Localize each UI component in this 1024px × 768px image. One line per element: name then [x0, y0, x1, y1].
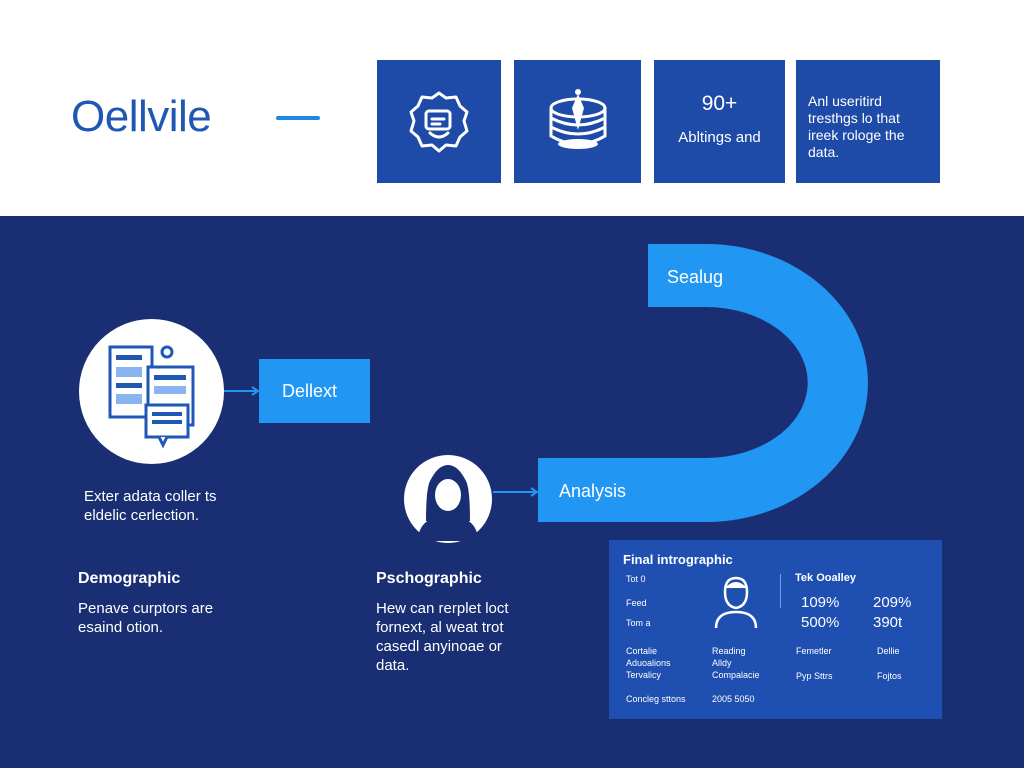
panel-bottom-right: Pyp Sttrs	[796, 671, 833, 681]
psychographic-line: fornext, al weat trot	[376, 619, 504, 636]
panel-small-line: Compalacie	[712, 670, 760, 680]
panel-row: Feed	[626, 598, 647, 608]
database-drum-icon	[549, 88, 606, 149]
panel-small-line: Aduoalions	[626, 658, 671, 668]
panel-bottom-right: Fojtos	[877, 671, 902, 681]
panel-right-title: Tek Ooalley	[795, 572, 856, 584]
panel-title: Final intrographic	[623, 552, 733, 567]
panel-row: Tom a	[626, 618, 651, 628]
tile-text-line: tresthgs lo that	[808, 110, 900, 126]
arrow-to-analysis	[493, 487, 539, 497]
panel-divider	[780, 574, 781, 608]
psychographic-line: Hew can rerplet loct	[376, 600, 509, 617]
user-avatar-icon	[714, 576, 758, 629]
panel-stat: 500%	[801, 614, 840, 631]
demographic-line: Penave curptors are	[78, 600, 214, 617]
panel-stat: 109%	[801, 594, 840, 611]
panel-bottom-right: Femetler	[796, 646, 832, 656]
brand-dash-divider	[276, 116, 320, 120]
panel-small-line: Alldy	[712, 658, 732, 668]
brand-title: Oellvile	[71, 92, 212, 141]
arrow-to-dellext	[224, 386, 260, 396]
person-circle	[404, 455, 492, 543]
panel-small-line: Tervalicy	[626, 670, 662, 680]
dellext-box: Dellext	[259, 359, 370, 423]
caption-line: Exter adata coller ts	[84, 488, 217, 505]
panel-bottom-left: Cortalie Aduoalions Tervalicy	[626, 645, 671, 681]
caption-line: eldelic cerlection.	[84, 507, 200, 524]
psychographic-text: Hew can rerplet loct fornext, al weat tr…	[376, 599, 509, 675]
psychographic-line: data.	[376, 657, 410, 674]
dellext-label: Dellext	[282, 381, 338, 401]
tile-text-line: Anl useritird	[808, 93, 882, 109]
arc-label-sealug: Sealug	[667, 267, 724, 287]
tile-face-badge	[377, 60, 501, 183]
document-circle	[79, 319, 224, 464]
panel-small-line: Cortalie	[626, 646, 658, 656]
stat-number: 90+	[701, 92, 738, 115]
tile-text-block: Anl useritird tresthgs lo that ireek rol…	[808, 93, 932, 161]
psychographic-line: casedl anyinoae or	[376, 638, 502, 655]
panel-footer-right: 2005 5050	[712, 694, 755, 704]
panel-bottom-right: Dellie	[877, 646, 900, 656]
tile-text: Anl useritird tresthgs lo that ireek rol…	[796, 60, 940, 183]
panel-row: Tot 0	[626, 574, 646, 584]
psychographic-heading: Pschographic	[376, 570, 482, 587]
tile-text-line: data.	[808, 144, 840, 160]
arc-label-analysis: Analysis	[559, 481, 627, 501]
panel-bottom-mid: Reading Alldy Compalacie	[712, 645, 760, 681]
demographic-heading: Demographic	[78, 570, 181, 587]
stat-label: Abltings and	[678, 129, 761, 146]
document-stack-icon	[108, 345, 195, 449]
person-icon	[418, 465, 478, 541]
demographic-text: Penave curptors are esaind otion.	[78, 599, 213, 637]
panel-stat: 390t	[873, 614, 903, 631]
tile-database	[514, 60, 641, 183]
final-infographic-panel: Final intrographic Tot 0 Feed Tom a Tek …	[609, 540, 942, 719]
left-caption: Exter adata coller ts eldelic cerlection…	[84, 487, 217, 525]
panel-small-line: Reading	[712, 646, 746, 656]
panel-footer-left: Concleg sttons	[626, 694, 686, 704]
panel-stat: 209%	[873, 594, 912, 611]
demographic-line: esaind otion.	[78, 619, 164, 636]
face-badge-icon	[409, 91, 469, 152]
tile-text-line: ireek rologe the	[808, 127, 905, 143]
tile-stat: 90+ Abltings and	[654, 60, 785, 183]
